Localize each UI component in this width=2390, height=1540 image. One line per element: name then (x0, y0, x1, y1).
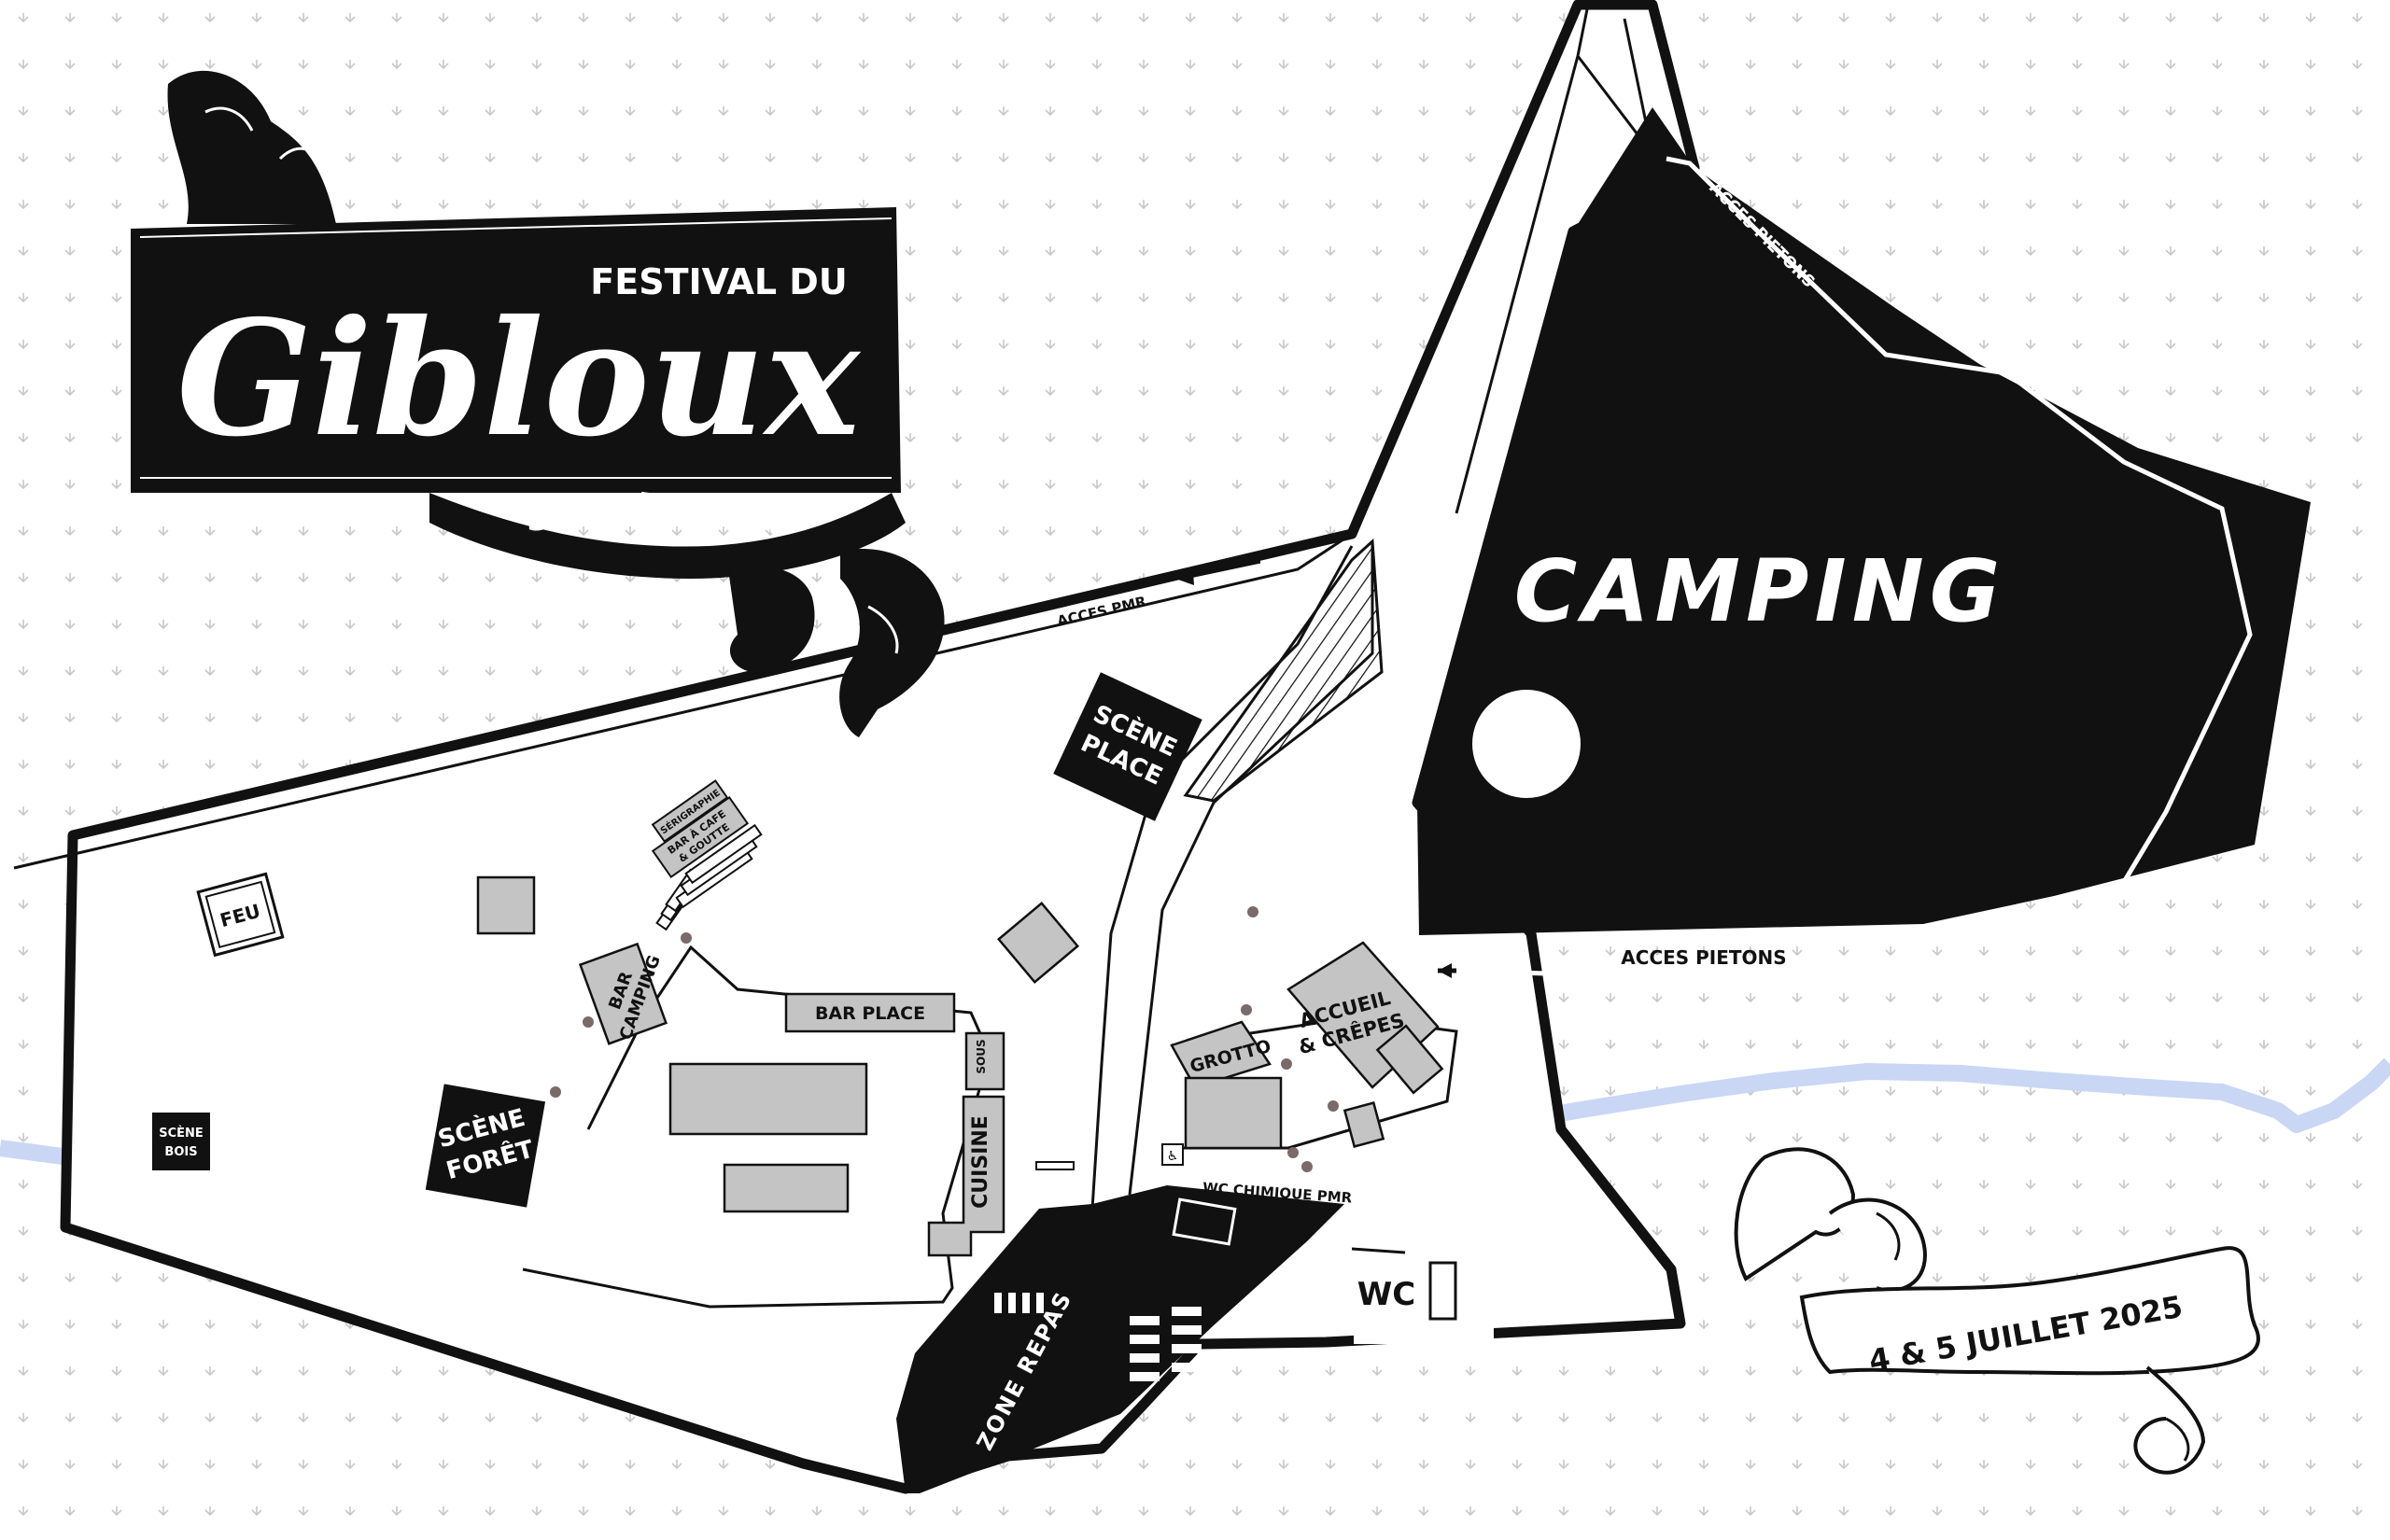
repas-tables (994, 1293, 1202, 1381)
arrow-icon (1178, 571, 1194, 585)
wheelchair-glyph: ♿ (1167, 1149, 1179, 1164)
cuisine-building (927, 1095, 1005, 1257)
wc-building (1428, 1261, 1457, 1321)
scene-bois-label-1: SCÈNE (159, 1126, 204, 1141)
pedestrian-path (1455, 156, 2253, 987)
building (1184, 1076, 1283, 1150)
road-line (13, 532, 1353, 870)
building (1375, 1024, 1444, 1095)
edition-suffix: EME (574, 501, 610, 519)
building (1343, 1101, 1385, 1148)
point-markers (550, 906, 1339, 1172)
bar-camping-building (578, 942, 668, 1045)
repas-stall (1172, 1197, 1237, 1246)
cuisine-label: CUISINE (969, 1115, 992, 1209)
bar-cafe-box (651, 796, 750, 878)
date-ribbon (1734, 1147, 2260, 1475)
stall-stripes (655, 823, 763, 931)
edition-number: 34 (527, 501, 571, 539)
building (996, 901, 1080, 985)
road-line (1576, 55, 1654, 155)
wc-line (1351, 1247, 1406, 1254)
camping-area (1417, 107, 2311, 935)
feu-box (196, 872, 285, 958)
feu-box-inner (204, 880, 276, 949)
road-line (1576, 8, 1589, 57)
camping-landmark (1472, 690, 1581, 798)
wheelchair-icon (1161, 1143, 1184, 1166)
wc-zone (1354, 1241, 1494, 1344)
arrow-icon (1438, 963, 1452, 978)
pmr-arrow (1180, 560, 1261, 581)
wc-label: WC (1357, 1276, 1415, 1313)
bar-place-building (784, 992, 956, 1033)
building (476, 875, 536, 935)
festival-name: Gibloux (176, 286, 861, 472)
zone-repas-area (896, 1185, 1344, 1493)
scene-foret-box (425, 1084, 546, 1208)
scene-bois-label-2: BOIS (164, 1145, 197, 1159)
road-line (1623, 18, 1654, 155)
serigraphie-box (651, 779, 729, 843)
sous-building (964, 1031, 1005, 1091)
grotto-building (1170, 1020, 1272, 1089)
sous-label: SOUS (975, 1039, 988, 1073)
building (723, 1163, 850, 1213)
scene-bois-box (152, 1113, 210, 1170)
road-line (1455, 55, 1580, 514)
bar-place-label: BAR PLACE (815, 1003, 925, 1024)
title-banner (131, 70, 945, 737)
camping-label: CAMPING (1514, 541, 2005, 641)
festival-kicker: FESTIVAL DU (590, 261, 847, 302)
acces-pietons-label-2: ACCES PIETONS (1621, 946, 1786, 969)
scene-place-box (1053, 672, 1202, 821)
hatched-ramp (1183, 538, 1384, 803)
building (668, 1062, 868, 1136)
small-marker (1035, 1161, 1075, 1170)
